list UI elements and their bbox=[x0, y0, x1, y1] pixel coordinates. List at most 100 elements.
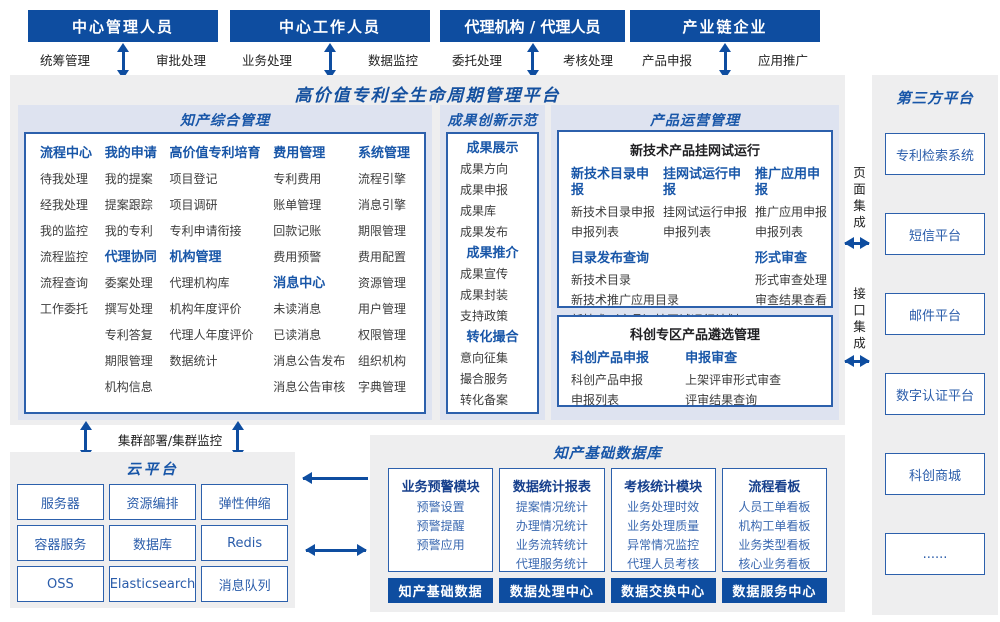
menu-item: 申报列表 bbox=[571, 393, 620, 407]
cluster-deploy-monitor-label: 集群部署/集群监控 bbox=[117, 433, 223, 448]
api-integration-label: 接口集成 bbox=[851, 287, 866, 353]
section-achievement-innovation: 成果创新示范 成果展示 成果方向成果申报成果库成果发布 成果推介 成果宣传成果封… bbox=[440, 105, 545, 420]
menu-item: 代理服务统计 bbox=[515, 557, 588, 571]
menu-item: 数据统计 bbox=[169, 354, 218, 368]
menu-item: 业务类型看板 bbox=[738, 538, 811, 552]
menu-item: 消息公告发布 bbox=[273, 354, 346, 368]
menu-item: 人员工单看板 bbox=[738, 500, 811, 514]
group-items: 成果宣传成果封装支持政策 bbox=[456, 267, 529, 324]
menu-item: 项目调研 bbox=[169, 198, 218, 212]
role-functions: 委托处理 考核处理 bbox=[440, 42, 625, 79]
menu-item: 业务处理质量 bbox=[627, 519, 700, 533]
menu-item: 费用配置 bbox=[357, 250, 406, 264]
section-title: 知产综合管理 bbox=[180, 113, 270, 129]
module-items: 人员工单看板机构工单看板业务类型看板核心业务看板 bbox=[723, 500, 826, 571]
column-my-application: 我的申请 我的提案提案跟踪我的专利 代理协同 委案处理撰写处理专利答复期限管理机… bbox=[105, 146, 157, 412]
platform-panel: 高价值专利全生命周期管理平台 知产综合管理 流程中心 待我处理经我处理我的监控流… bbox=[10, 75, 845, 425]
column-system-management: 系统管理 流程引擎消息引擎期限管理费用配置资源管理用户管理权限管理组织机构字典管… bbox=[358, 146, 410, 412]
menu-item: 字典管理 bbox=[357, 380, 406, 394]
menu-item: 业务处理时效 bbox=[627, 500, 700, 514]
left-right-arrow-icon bbox=[845, 360, 869, 363]
menu-item: 撮合服务 bbox=[460, 372, 509, 386]
role-function-label: 数据监控 bbox=[367, 53, 418, 68]
group-items: 委案处理撰写处理专利答复期限管理机构信息 bbox=[105, 276, 157, 395]
group-header: 成果推介 bbox=[466, 246, 519, 261]
menu-item: 费用预警 bbox=[273, 250, 322, 264]
role-center-managers: 中心管理人员 统筹管理 审批处理 bbox=[28, 10, 218, 79]
ip-comprehensive-box: 流程中心 待我处理经我处理我的监控流程监控流程查询工作委托 我的申请 我的提案提… bbox=[24, 132, 426, 414]
menu-item: 用户管理 bbox=[357, 302, 406, 316]
menu-item: 科创产品申报 bbox=[571, 373, 644, 387]
menu-item: 提案跟踪 bbox=[104, 198, 153, 212]
module-items: 预警设置预警提醒预警应用 bbox=[389, 500, 492, 552]
group-header: 成果展示 bbox=[466, 141, 519, 156]
group-header: 新技术目录申报 bbox=[571, 167, 650, 198]
menu-item: 成果申报 bbox=[460, 183, 509, 197]
new-tech-trial-box: 新技术产品挂网试运行 新技术目录申报 新技术目录申报申报列表 挂网试运行申报 挂… bbox=[557, 130, 833, 327]
group-formal-review: 形式审查 形式审查处理审查结果查看 bbox=[755, 251, 827, 327]
group-sci-product-declare: 科创产品申报 科创产品申报申报列表 bbox=[571, 351, 685, 407]
role-center-staff: 中心工作人员 业务处理 数据监控 bbox=[230, 10, 430, 79]
group-items: 挂网试运行申报申报列表 bbox=[663, 205, 747, 239]
group-promo-declare: 推广应用申报 推广应用申报申报列表 bbox=[755, 167, 827, 239]
third-party-title: 第三方平台 bbox=[896, 91, 974, 107]
menu-item: 专利费用 bbox=[273, 172, 322, 186]
data-center-box: 数据处理中心 bbox=[499, 578, 605, 603]
menu-item: 工作委托 bbox=[40, 302, 89, 316]
group-header: 消息中心 bbox=[273, 276, 326, 291]
ip-basic-database-panel: 知产基础数据库 业务预警模块 预警设置预警提醒预警应用 数据统计报表 提案情况统… bbox=[370, 435, 845, 612]
group-header: 流程中心 bbox=[40, 146, 93, 161]
cloud-service-box: OSS bbox=[17, 566, 104, 602]
menu-item: 转化备案 bbox=[460, 393, 509, 407]
sub-box-title: 新技术产品挂网试运行 bbox=[629, 144, 760, 159]
selection-grid: 科创产品申报 科创产品申报申报列表 申报审查 上架评审形式审查评审结果查询 bbox=[571, 351, 819, 407]
menu-item: 成果库 bbox=[460, 204, 497, 218]
menu-item: 成果宣传 bbox=[460, 267, 509, 281]
module-business-warning: 业务预警模块 预警设置预警提醒预警应用 bbox=[388, 468, 494, 572]
role-title: 产业链企业 bbox=[630, 10, 820, 42]
column-hv-cultivation: 高价值专利培育 项目登记项目调研专利申请衔接 机构管理 代理机构库机构年度评价代… bbox=[169, 146, 260, 412]
menu-item: 申报列表 bbox=[663, 225, 712, 239]
group-header: 费用管理 bbox=[273, 146, 326, 161]
data-center-box: 数据交换中心 bbox=[610, 578, 716, 603]
role-title: 中心管理人员 bbox=[28, 10, 218, 42]
menu-item: 成果方向 bbox=[460, 162, 509, 176]
role-functions: 产品申报 应用推广 bbox=[630, 42, 820, 79]
menu-item: 成果发布 bbox=[460, 225, 509, 239]
up-down-arrow-icon bbox=[324, 43, 336, 79]
cloud-service-box: 容器服务 bbox=[17, 525, 104, 561]
third-party-box: 专利检索系统 bbox=[885, 133, 985, 175]
menu-item: 挂网试运行申报 bbox=[663, 205, 748, 219]
menu-item: 权限管理 bbox=[357, 328, 406, 342]
menu-item: 申报列表 bbox=[571, 225, 620, 239]
menu-item: 核心业务看板 bbox=[738, 557, 811, 571]
role-functions: 统筹管理 审批处理 bbox=[28, 42, 218, 79]
third-party-panel: 第三方平台 专利检索系统短信平台邮件平台数字认证平台科创商城...... bbox=[872, 75, 998, 615]
group-items: 未读消息已读消息消息公告发布消息公告审核 bbox=[273, 302, 345, 395]
group-items: 流程引擎消息引擎期限管理费用配置资源管理用户管理权限管理组织机构字典管理 bbox=[358, 172, 410, 395]
up-down-arrow-icon bbox=[231, 421, 244, 459]
role-function-label: 统筹管理 bbox=[40, 53, 91, 68]
menu-item: 形式审查处理 bbox=[755, 273, 828, 287]
group-header: 形式审查 bbox=[755, 251, 808, 266]
module-process-kanban: 流程看板 人员工单看板机构工单看板业务类型看板核心业务看板 bbox=[721, 468, 827, 572]
menu-item: 支持政策 bbox=[460, 309, 509, 323]
group-header: 挂网试运行申报 bbox=[663, 167, 742, 198]
menu-item: 预警提醒 bbox=[416, 519, 465, 533]
sci-innovation-selection-box: 科创专区产品遴选管理 科创产品申报 科创产品申报申报列表 申报审查 上架评审形式… bbox=[557, 315, 833, 407]
group-header: 高价值专利培育 bbox=[169, 146, 261, 161]
third-party-box: ...... bbox=[885, 533, 985, 575]
third-party-list: 专利检索系统短信平台邮件平台数字认证平台科创商城...... bbox=[885, 133, 985, 575]
group-items: 上架评审形式审查评审结果查询 bbox=[685, 373, 799, 407]
data-centers-row: 知产基础数据数据处理中心数据交换中心数据服务中心 bbox=[370, 572, 845, 603]
up-down-arrow-icon bbox=[719, 43, 731, 79]
menu-item: 期限管理 bbox=[104, 354, 153, 368]
module-header: 流程看板 bbox=[748, 480, 801, 495]
cloud-platform-title: 云平台 bbox=[126, 462, 179, 478]
group-items: 推广应用申报申报列表 bbox=[755, 205, 827, 239]
menu-item: 申报列表 bbox=[755, 225, 804, 239]
menu-item: 成果封装 bbox=[460, 288, 509, 302]
third-party-box: 邮件平台 bbox=[885, 293, 985, 335]
up-down-arrow-icon bbox=[117, 43, 129, 79]
